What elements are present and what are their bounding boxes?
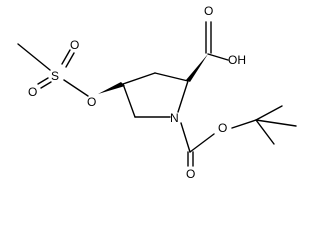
atom-label-n: N [170, 111, 179, 125]
bond-c4-c5 [122, 83, 136, 118]
pyrrolidine-ring [122, 72, 189, 118]
bond-s-o-upper-a [61, 49, 71, 65]
bond-n-c2 [177, 80, 189, 113]
bond-n-cboc [180, 122, 191, 153]
atom-label-so-upper-o: O [70, 38, 79, 52]
carboxylic-acid-group [205, 21, 229, 61]
bond-ctbu-me2 [255, 119, 275, 145]
wedge-bond-c4-o [98, 82, 125, 94]
bond-cboc-oester [189, 133, 215, 153]
atom-label-oh: OH [228, 53, 246, 67]
bond-s-o-upper-b [65, 52, 75, 68]
molecule-structure: OH O N O O O S O O [17, 4, 297, 181]
bond-s-ch3 [17, 43, 51, 71]
bond-c2-c3 [154, 72, 189, 82]
bond-ctbu-me1 [255, 105, 283, 121]
atom-label-so-lower-o: O [28, 85, 37, 99]
wedge-bond-c2-cooh [186, 54, 208, 82]
atom-label-sulfur: S [51, 69, 59, 83]
bond-c-oh [207, 53, 229, 61]
atom-label-boc-ester-o: O [218, 121, 227, 135]
bond-s-o-lower-a [37, 77, 49, 85]
atom-label-ms-ester-o: O [87, 95, 96, 109]
bond-ctbu-me3 [255, 119, 297, 127]
bond-o-s [63, 79, 89, 97]
mesylate-group [17, 43, 89, 97]
boc-group [180, 105, 297, 167]
bond-c3-c4 [122, 72, 156, 85]
bond-s-o-lower-b [40, 81, 52, 89]
atom-label-acid-carbonyl-o: O [204, 4, 213, 18]
atom-label-boc-carbonyl-o: O [186, 167, 195, 181]
bond-oester-ctbu [231, 119, 257, 129]
structure-svg: OH O N O O O S O O [17, 4, 297, 181]
